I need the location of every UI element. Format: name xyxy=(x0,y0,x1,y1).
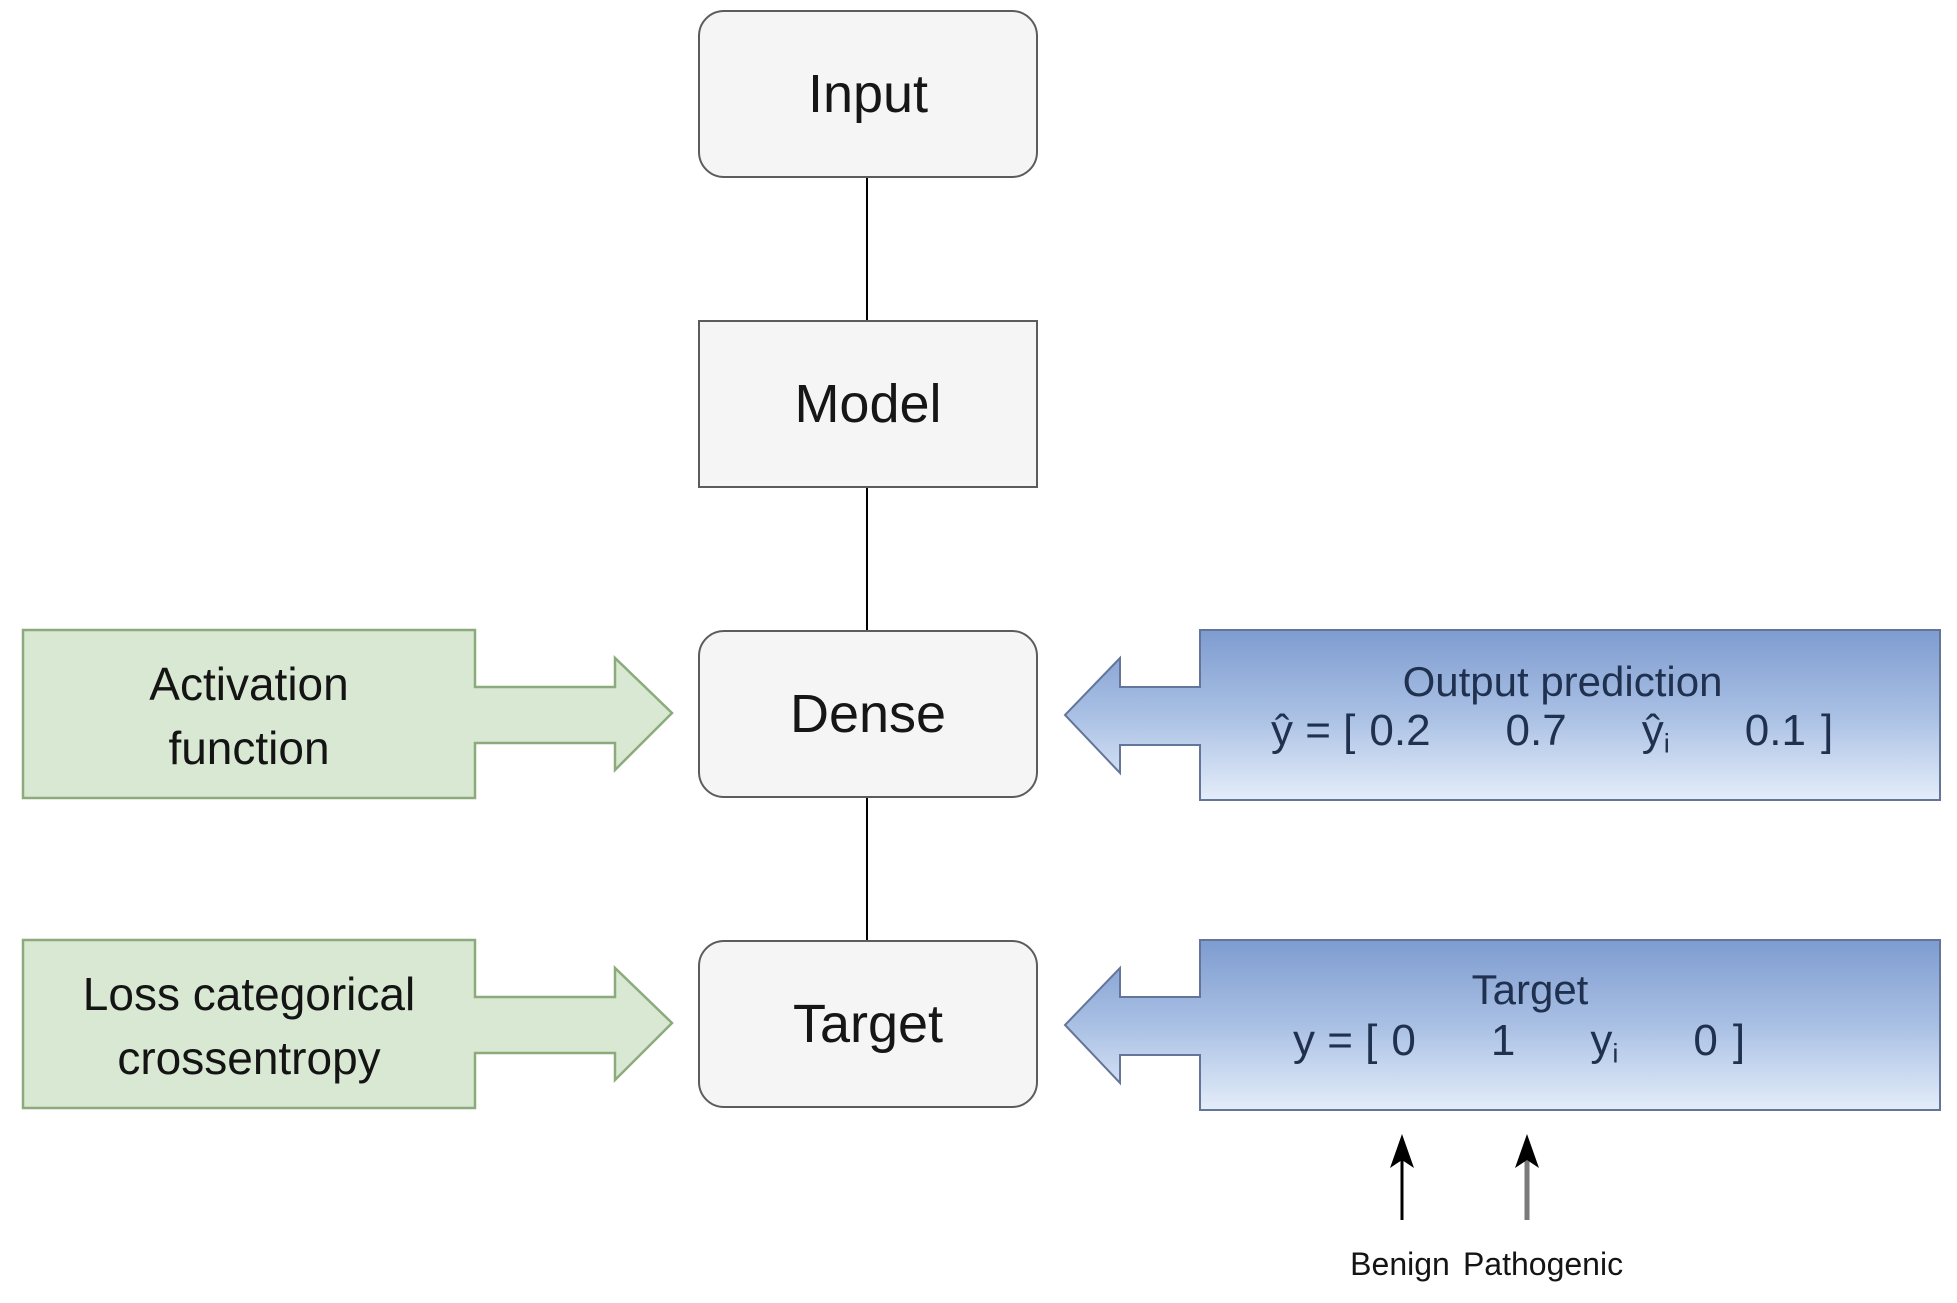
target-callout-left-arrow-icon xyxy=(1063,939,1941,1111)
loss-callout-right-arrow-icon xyxy=(21,938,674,1110)
benign-up-arrow-icon xyxy=(1390,1134,1414,1220)
benign-label: Benign xyxy=(1350,1246,1450,1282)
vector-value-1: 0.2 xyxy=(1369,706,1431,755)
node-input: Input xyxy=(698,10,1038,178)
node-model: Model xyxy=(698,320,1038,488)
pathogenic-up-arrow-icon xyxy=(1515,1134,1539,1220)
vector-prefix: ŷ = [ xyxy=(1271,706,1356,755)
node-dense-label: Dense xyxy=(789,684,947,744)
output-prediction-title: Output prediction xyxy=(1402,658,1723,705)
node-target-label: Target xyxy=(792,994,944,1054)
node-input-label: Input xyxy=(807,64,929,124)
node-dense: Dense xyxy=(698,630,1038,798)
vector-value-1: 0 xyxy=(1391,1016,1416,1065)
target-vector: y = [ 0 1 yi 0] xyxy=(1293,1016,1745,1070)
vector-suffix: ] xyxy=(1820,706,1834,755)
activation-line1: Activation xyxy=(149,658,349,710)
loss-line2: crossentropy xyxy=(117,1032,381,1084)
target-callout-title: Target xyxy=(1471,966,1589,1013)
loss-line1: Loss categorical xyxy=(82,968,416,1020)
vector-value-2: 0.7 xyxy=(1505,706,1567,755)
vector-value-3: ŷi xyxy=(1641,706,1670,759)
vector-value-3: yi xyxy=(1590,1016,1619,1069)
loss-callout-text: Loss categorical crossentropy xyxy=(23,962,475,1090)
vector-suffix: ] xyxy=(1732,1016,1746,1065)
connector-input-model xyxy=(866,178,868,320)
node-target: Target xyxy=(698,940,1038,1108)
output-prediction-vector: ŷ = [ 0.2 0.7 ŷi 0.1] xyxy=(1271,706,1833,760)
node-model-label: Model xyxy=(794,374,942,434)
pathogenic-label: Pathogenic xyxy=(1462,1246,1624,1282)
vector-prefix: y = [ xyxy=(1293,1016,1378,1065)
activation-callout-right-arrow-icon xyxy=(21,628,674,800)
output-prediction-callout-left-arrow-icon xyxy=(1063,629,1941,801)
connector-model-dense xyxy=(866,488,868,630)
vector-value-2: 1 xyxy=(1490,1016,1516,1065)
activation-line2: function xyxy=(168,722,330,774)
connector-dense-target xyxy=(866,798,868,940)
vector-value-4: 0 xyxy=(1693,1016,1718,1065)
vector-value-4: 0.1 xyxy=(1744,706,1806,755)
activation-callout-text: Activation function xyxy=(23,652,475,780)
